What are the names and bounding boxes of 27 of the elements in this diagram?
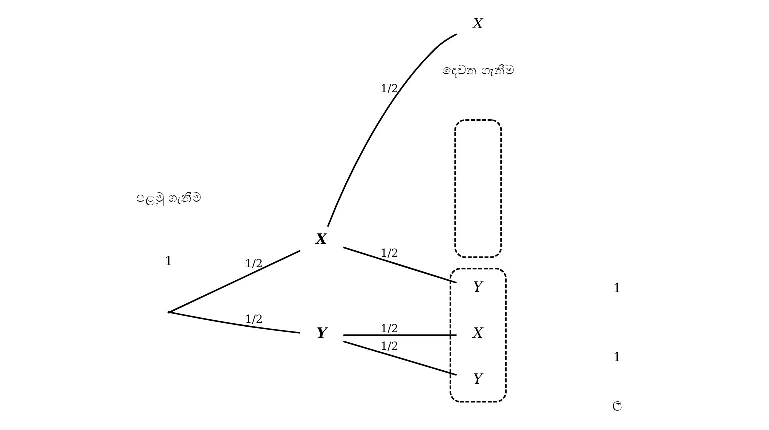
connector xyxy=(344,334,457,336)
label: ල xyxy=(612,395,622,410)
connector xyxy=(327,34,458,228)
connector xyxy=(343,340,458,376)
edge-label: 1/2 xyxy=(245,257,264,270)
node-text: X xyxy=(473,16,484,32)
edge-label: 1/2 xyxy=(245,312,264,326)
node-text: X xyxy=(473,326,484,342)
label: දෙවන ගැනීම xyxy=(442,62,514,78)
connector xyxy=(170,312,300,334)
node-text: X xyxy=(316,232,328,248)
connector xyxy=(170,250,301,314)
edge-label: 1/2 xyxy=(380,322,399,336)
label: 1 xyxy=(164,254,174,269)
label: පළමු ගැනීම xyxy=(136,190,202,206)
connector xyxy=(343,246,458,284)
edge-label: 1/2 xyxy=(380,247,399,260)
edge-label: 1/2 xyxy=(380,82,399,96)
node-text: Y xyxy=(473,280,483,296)
label: 1 xyxy=(613,349,622,364)
cluster xyxy=(450,268,507,403)
node-box xyxy=(454,120,502,258)
node-text: Y xyxy=(316,326,327,342)
edge-label: 1/2 xyxy=(380,340,399,353)
label: 1 xyxy=(613,280,622,296)
node-text: Y xyxy=(473,372,483,388)
node-point xyxy=(168,311,170,314)
